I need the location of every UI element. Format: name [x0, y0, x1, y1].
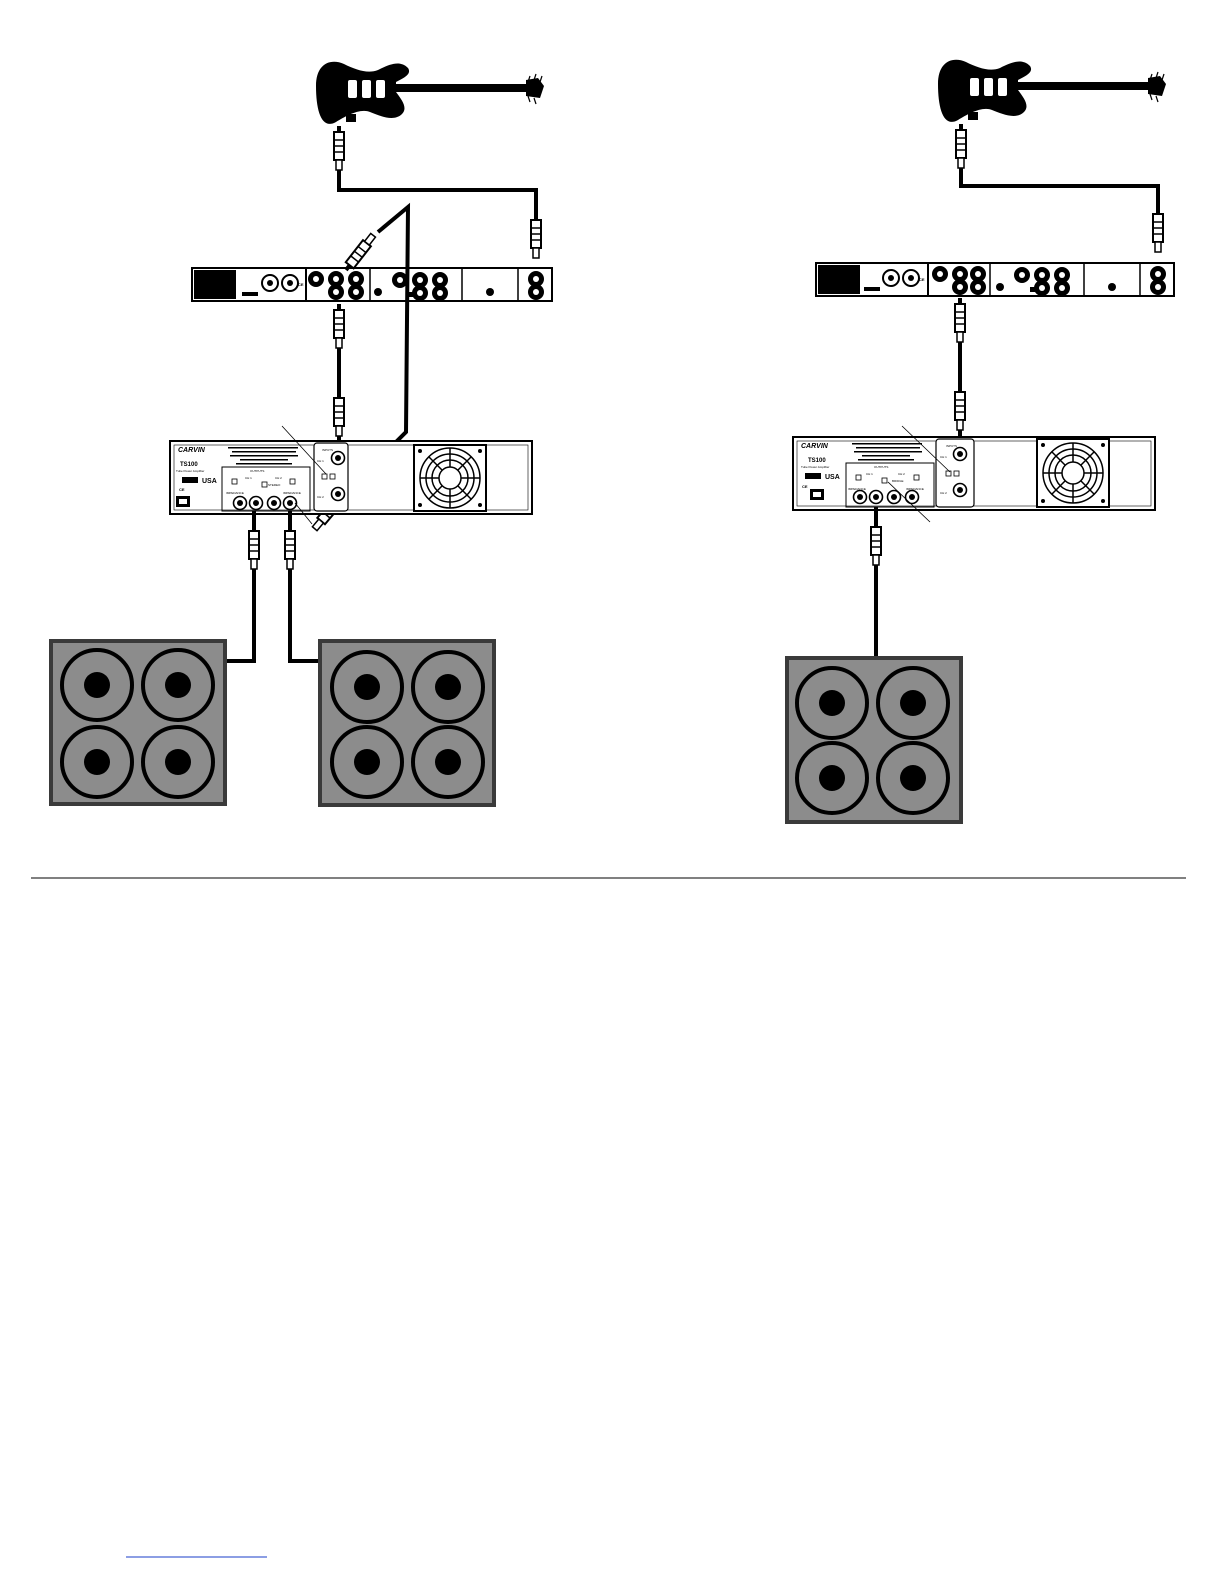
- speaker-cable-left: [227, 511, 259, 661]
- speaker-cabinet-1: [51, 641, 225, 804]
- svg-text:CE: CE: [919, 277, 925, 282]
- speaker-cabinet-2: [320, 641, 494, 805]
- made-in-label: USA: [202, 478, 217, 485]
- made-in-label-2: USA: [825, 474, 840, 481]
- fan-icon: [414, 445, 486, 511]
- brand-logo-2: CARVIN: [801, 443, 829, 450]
- speaker-cable-right: [285, 511, 320, 661]
- guitar-cable: [334, 126, 541, 258]
- mode-label: STEREO: [268, 483, 281, 487]
- mode-label-2: BRIDGE: [892, 479, 904, 483]
- outputs-label: OUTPUTS: [250, 469, 264, 473]
- speaker-cable-bridged: [871, 507, 881, 658]
- brand-logo: CARVIN: [178, 447, 206, 454]
- inputs-label: INPUTS: [322, 448, 333, 452]
- bridged-hookup-diagram: CE: [787, 60, 1174, 822]
- fan-icon-2: [1037, 439, 1109, 507]
- ch1-input-label-2: CH 1: [940, 455, 947, 459]
- amp-model: TS100: [180, 462, 198, 468]
- ch2-input-label: CH 2: [317, 495, 324, 499]
- svg-text:CE: CE: [298, 282, 304, 287]
- impedance-label-1: IMPEDANCE: [226, 491, 244, 495]
- impedance-label-2: IMPEDANCE: [283, 491, 301, 495]
- power-amp-panel-2: CARVIN TS100 Tube Power Amplifier USA CE…: [793, 426, 1155, 522]
- svg-text:CE: CE: [802, 484, 808, 489]
- outputs-label-2: OUTPUTS: [874, 465, 888, 469]
- amp-subtitle-2: Tube Power Amplifier: [801, 465, 829, 469]
- ch1-input-label: CH 1: [317, 459, 324, 463]
- rack-preamp: CE: [192, 268, 552, 301]
- svg-text:CE: CE: [179, 487, 185, 492]
- ch1-output-label: CH 1: [245, 476, 252, 480]
- ch2-output-label: CH 2: [275, 476, 282, 480]
- amp-subtitle: Tube Power Amplifier: [176, 469, 204, 473]
- preamp-output-cable: [334, 304, 344, 444]
- speaker-cabinet-3: [787, 658, 961, 822]
- ch2-input-label-2: CH 2: [940, 491, 947, 495]
- power-amp-panel: CARVIN TS100 Tube Power Amplifier USA CE…: [170, 426, 532, 524]
- ch2-output-label-2: CH 2: [898, 472, 905, 476]
- rack-preamp-2: CE: [816, 263, 1174, 296]
- guitar-cable-2: [956, 124, 1163, 252]
- inputs-label-2: INPUTS: [946, 444, 957, 448]
- guitar-icon: [316, 62, 544, 124]
- ch1-output-label-2: CH 1: [866, 472, 873, 476]
- preamp-output-cable-2: [955, 298, 965, 438]
- amp-model-2: TS100: [808, 458, 826, 464]
- stereo-hookup-diagram: CE: [51, 62, 552, 805]
- guitar-icon-2: [938, 60, 1166, 122]
